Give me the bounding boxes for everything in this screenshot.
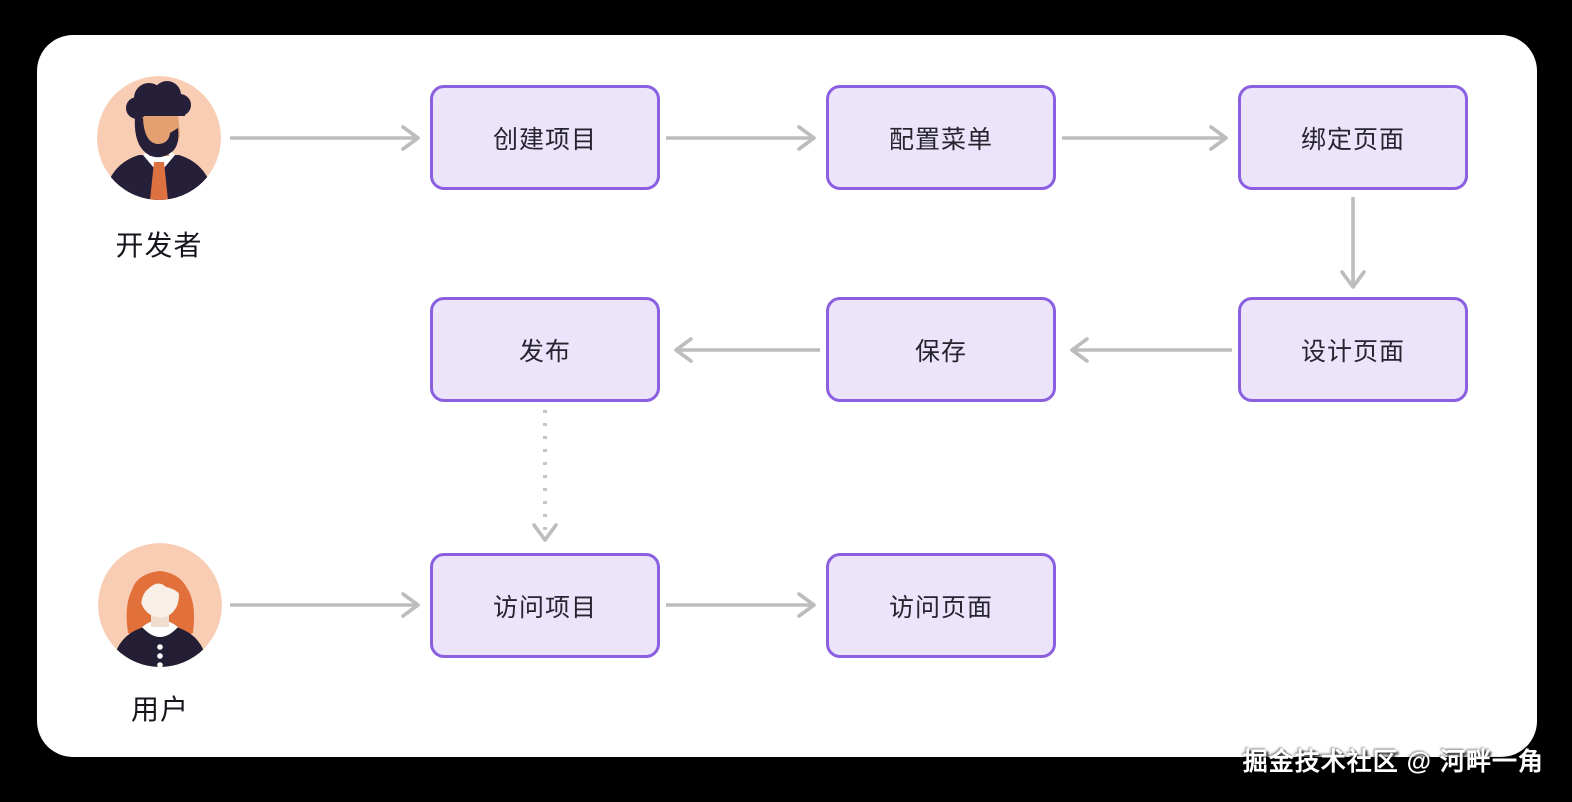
node-visit-project-label: 访问项目 (492, 593, 597, 622)
node-publish-label: 发布 (518, 337, 571, 366)
watermark: 掘金技术社区 @ 河畔一角 (1242, 748, 1544, 776)
developer-avatar-icon (97, 76, 221, 200)
node-design-page: 设计页面 (1238, 297, 1468, 402)
node-save-label: 保存 (914, 337, 967, 366)
node-configure-menu: 配置菜单 (826, 85, 1056, 190)
node-visit-page: 访问页面 (826, 553, 1056, 658)
node-design-page-label: 设计页面 (1300, 337, 1405, 366)
node-save: 保存 (826, 297, 1056, 402)
user-avatar-icon (98, 543, 222, 667)
user-label: 用户 (130, 694, 189, 725)
node-bind-page-label: 绑定页面 (1300, 125, 1405, 154)
node-bind-page: 绑定页面 (1238, 85, 1468, 190)
developer-avatar (97, 76, 221, 200)
node-create-project-label: 创建项目 (492, 125, 597, 154)
user-avatar (98, 543, 222, 667)
node-publish: 发布 (430, 297, 660, 402)
node-visit-page-label: 访问页面 (888, 593, 993, 622)
node-visit-project: 访问项目 (430, 553, 660, 658)
developer-label: 开发者 (115, 230, 203, 261)
node-configure-menu-label: 配置菜单 (888, 125, 993, 154)
node-create-project: 创建项目 (430, 85, 660, 190)
